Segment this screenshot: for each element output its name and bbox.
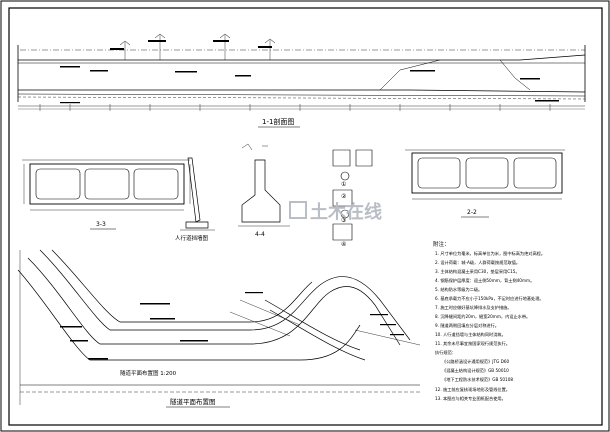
detail-label-2: ② [341, 193, 347, 200]
inner-frame [8, 7, 603, 426]
note-line: 1. 尺寸单位为毫米，标高单位为米，图中标高为绝对高程。 [435, 250, 545, 257]
section-3-3 [22, 159, 191, 211]
note-line: 13. 本图应与相关专业图纸配合使用。 [435, 395, 506, 402]
section-2-2-title: 2-2 [467, 209, 477, 216]
plan-title: 隧道平面布置图 [170, 397, 216, 406]
note-line: 4. 钢筋保护层厚度：迎土侧50mm，背土侧40mm。 [435, 277, 534, 284]
note-line: 《混凝土结构设计规范》GB 50010 [442, 367, 509, 374]
retaining-wall-drawing [180, 157, 215, 231]
watermark-text: 土木在线 [310, 201, 382, 223]
note-line: 7. 施工时应做好基坑降排水及支护措施。 [435, 304, 512, 311]
note-line: 9. 隧道两侧回填应分层对称进行。 [435, 322, 499, 329]
plan-layout [17, 249, 421, 405]
details-group [332, 149, 373, 241]
note-line: 11. 其余未尽事宜按国家现行规范执行。 [435, 340, 510, 347]
note-line: 8. 沉降缝间距约20m，缝宽20mm，内设止水带。 [435, 313, 530, 320]
note-line: 2. 设计荷载：城-A级，人群荷载按规范取值。 [435, 259, 520, 266]
watermark: 土木在线 [289, 201, 382, 223]
section-4-4-title: 4-4 [255, 231, 265, 238]
detail-label-1: ① [341, 181, 346, 188]
note-line: 5. 结构防水等级为二级。 [435, 286, 482, 293]
profile-title: 1-1剖面图 [262, 117, 294, 126]
section-3-3-title: 3-3 [96, 221, 106, 228]
profile-annotations [60, 40, 559, 104]
note-line: 3. 主体结构混凝土采用C30，垫层采用C15。 [435, 268, 520, 275]
section-4-4 [238, 143, 290, 227]
profile-1-1 [17, 33, 586, 110]
note-line: 10. 人行道挡墙与主体结构同时浇筑。 [435, 331, 506, 338]
note-line: 《公路桥涵设计通用规范》JTG D60 [442, 358, 510, 365]
detail-label-4: ④ [341, 241, 346, 248]
section-2-2 [405, 149, 565, 200]
note-line: 12. 施工前应复核现场地形及管线位置。 [435, 386, 510, 393]
note-line: 《地下工程防水技术规范》GB 50108 [442, 376, 513, 383]
profile-dimension-ticks [39, 104, 551, 111]
detail-label-3: ③ [341, 217, 346, 224]
note-line: 6. 基底承载力不应小于150kPa，不足时应进行地基处理。 [435, 295, 544, 302]
notes-heading: 附注： [433, 240, 450, 248]
retaining-wall-title: 人行道挡墙图 [175, 234, 209, 242]
plan-annotations [60, 292, 404, 360]
notes-list: 1. 尺寸单位为毫米，标高单位为米，图中标高为绝对高程。 2. 设计荷载：城-A… [435, 250, 545, 402]
note-line: 执行规范： [435, 349, 456, 356]
plan-caption: 隧道平面布置图 1:200 [120, 369, 177, 377]
